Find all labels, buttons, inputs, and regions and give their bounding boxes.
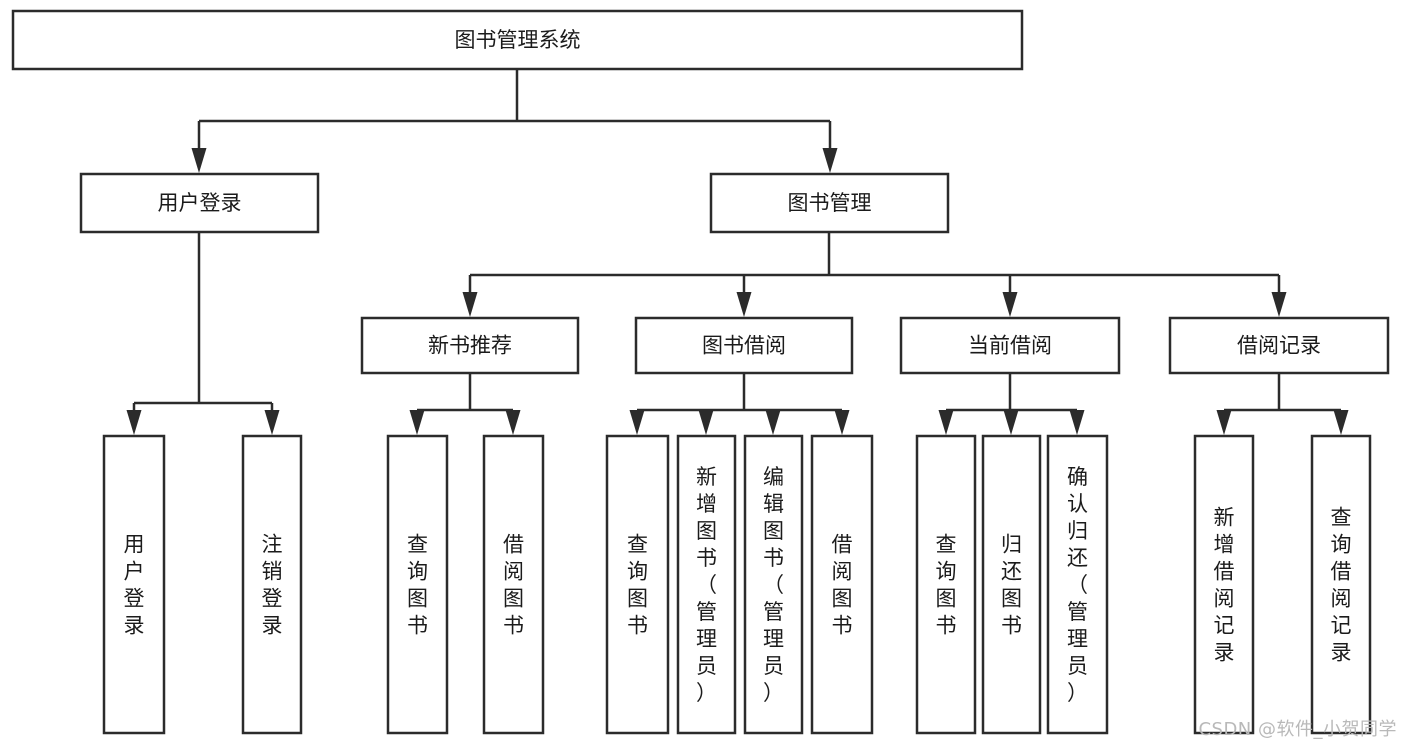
node-label: 新书推荐 [428, 334, 512, 358]
connector-group [191, 69, 838, 173]
node-leaf[interactable]: 注销登录 [241, 434, 303, 735]
node-level2[interactable]: 图书管理 [709, 172, 950, 234]
node-level2[interactable]: 用户登录 [79, 172, 320, 234]
node-label: 图书管理 [788, 191, 872, 215]
node-leaf[interactable]: 查询借阅记录 [1310, 434, 1372, 735]
node-label: 归还图书 [1001, 533, 1022, 638]
node-label: 图书管理系统 [455, 28, 581, 52]
node-label: 查询图书 [407, 533, 428, 638]
node-leaf[interactable]: 归还图书 [981, 434, 1042, 735]
node-leaf[interactable]: 查询图书 [605, 434, 670, 735]
node-label: 查询借阅记录 [1331, 506, 1352, 665]
node-label: 当前借阅 [968, 334, 1052, 358]
node-label: 用户登录 [124, 533, 145, 638]
connector-layer [126, 69, 1349, 435]
node-label: 查询图书 [936, 533, 957, 638]
node-label: 注销登录 [262, 533, 283, 638]
node-leaf[interactable]: 借阅图书 [810, 434, 874, 735]
node-leaf[interactable]: 编辑图书（管理员） [743, 434, 804, 735]
node-label: 新增借阅记录 [1214, 506, 1235, 665]
node-leaf[interactable]: 查询图书 [386, 434, 449, 735]
node-label: 用户登录 [158, 191, 242, 215]
node-level3[interactable]: 图书借阅 [634, 316, 854, 375]
node-level3[interactable]: 当前借阅 [899, 316, 1121, 375]
node-leaf[interactable]: 确认归还（管理员） [1046, 434, 1109, 735]
node-label: 图书借阅 [702, 334, 786, 358]
node-label: 借阅图书 [503, 533, 524, 638]
node-leaf[interactable]: 新增借阅记录 [1193, 434, 1255, 735]
connector-group [409, 373, 521, 435]
node-label: 确认归还（管理员） [1067, 465, 1088, 705]
node-layer: 图书管理系统用户登录图书管理新书推荐图书借阅当前借阅借阅记录用户登录注销登录查询… [11, 9, 1390, 735]
node-label: 借阅记录 [1237, 334, 1321, 358]
node-leaf[interactable]: 新增图书（管理员） [676, 434, 737, 735]
connector-group [629, 373, 850, 435]
node-label: 新增图书（管理员） [696, 465, 717, 705]
connector-group [126, 232, 280, 435]
node-level3[interactable]: 借阅记录 [1168, 316, 1390, 375]
connector-group [462, 232, 1287, 317]
connector-group [1216, 373, 1349, 435]
node-leaf[interactable]: 借阅图书 [482, 434, 545, 735]
node-label: 编辑图书（管理员） [763, 465, 784, 705]
node-leaf[interactable]: 查询图书 [915, 434, 977, 735]
node-root[interactable]: 图书管理系统 [11, 9, 1024, 71]
node-label: 借阅图书 [832, 533, 853, 638]
node-level3[interactable]: 新书推荐 [360, 316, 580, 375]
node-label: 查询图书 [627, 533, 648, 638]
node-leaf[interactable]: 用户登录 [102, 434, 166, 735]
connector-group [938, 373, 1085, 435]
